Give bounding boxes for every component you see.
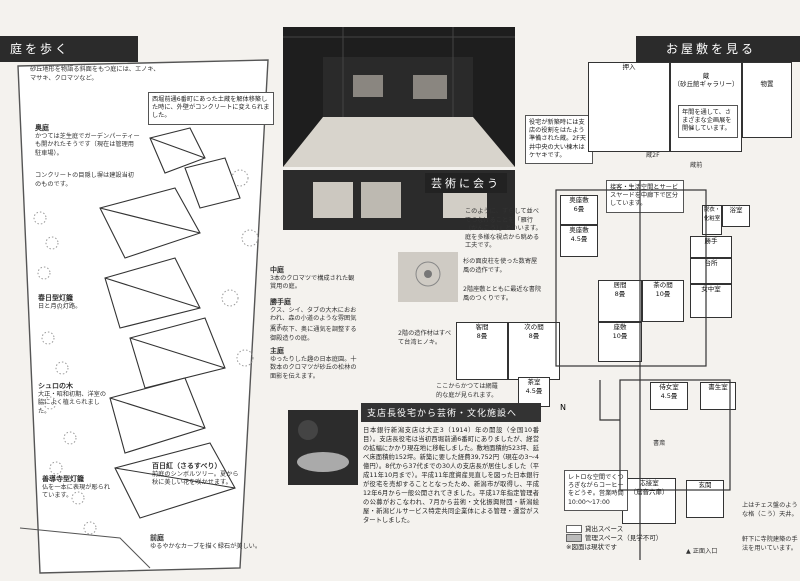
okuniwa-note: 奥庭かつては芝生庭でガーデンパーティーも開かれたそうです（現在は管理用駐車場）。 [35,124,140,158]
eaves-note: 軒下に寺院建築の手法を用いています。 [742,536,798,552]
entrance-label: ▲ 正面入口 [686,548,718,555]
nakaniwa-text: 3本のクロマツで構成された観賞用の庭。 [270,274,355,291]
house-title: お屋敷を見る [666,42,757,56]
room-dassui: 脱衣・化粧室 [702,205,722,235]
legend-rent-label: 貸出スペース [585,525,624,533]
history-title: 支店長役宅から芸術・文化施設へ [361,403,541,422]
zenpoji-note: 善導寺型灯籠仏を一本に表現が彫られています。 [42,475,114,501]
legend-manage-label: 管理スペース（見学不可） [585,534,663,542]
shuteki-text: ゆったりした趣の日本庭園。十数本のクロマツが砂丘の松林の面影を伝えます。 [270,355,357,380]
hinoki-note: 2階の造作材はすべて台湾ヒノキ。 [398,330,452,346]
room-monooki: 物置 [742,62,792,138]
shuteki-title: 主庭 [270,347,284,355]
kura-label: 蔵 [702,71,710,80]
shuteki-note: 主庭ゆったりした趣の日本庭園。十数本のクロマツが砂丘の松林の面影を伝えます。 [270,347,360,381]
legend-manage: 管理スペース（見学不可） [566,534,662,543]
sarusuberi-note: 百日紅（さるすべり）前庭のシンボルツリー。夏から秋に美しい花を咲かせます。 [152,462,240,488]
katteniwa-note: 勝手庭クス、シイ、タブの大木におおわれ、森の小道のような雰囲気です。 [270,298,360,332]
oshiire-label: 押入 [622,63,636,71]
maeniwa-note: 前庭ゆるやかなカーブを描く緑石が美しい。 [150,534,270,551]
svg-text:N: N [560,403,566,412]
concrete-note: コンクリートの目隠し塀は建設当初のものです。 [35,172,134,188]
house-roof-plan [99,127,241,519]
legend-note: ※図面は現状です [566,543,617,551]
okuniwa-title: 奥庭 [35,124,49,132]
maeniwa-text: ゆるやかなカーブを描く緑石が美しい。 [150,542,262,550]
chess-note: 上はチェス盤のような格（こう）天井。 [742,502,798,518]
room-katte: 勝手 [690,236,732,258]
nishibori-note: 西堀前通6番町にあった土蔵を解体移築した時に、外壁がコンクリートに変えられました… [148,92,274,125]
katteniwa-text: クス、シイ、タブの大木におおわれ、森の小道のような雰囲気です。 [270,306,357,331]
roof-note: 年間を通して、さまざまな企画展を開催しています。 [678,105,738,138]
entrance-text: 正面入口 [692,548,718,555]
ceiling-note: 杉の面皮柱を使った数寄屋風の造作です。 [463,258,538,274]
sarusuberi-title: 百日紅（さるすべり） [152,462,222,470]
monooki-label: 物置 [760,80,774,88]
ceiling-photo [398,252,458,302]
cafe-note: レトロな空間でくつろぎながらコーヒーをどうぞ。営業時間10:00〜17:00 [564,470,628,511]
room-genkan: 玄関 [686,480,724,518]
floor-plan-lines: N [555,180,731,560]
sarusuberi-text: 前庭のシンボルツリー。夏から秋に美しい花を咲かせます。 [152,470,239,487]
okuniwa-text: かつては芝生庭でガーデンパーティーも開かれたそうです（現在は管理用駐車場）。 [35,132,140,157]
room-kura-east: 押入 [588,62,670,152]
height-note: 高い灰下、奥に通気を調整する御殿造りの庭。 [270,326,357,342]
garden-photo [288,410,358,485]
shosai-label: 書斎 [653,440,666,447]
art-title: 芸術に会う [425,173,507,193]
room-yokushitsu: 浴室 [722,205,750,227]
kasuga-title: 春日型灯籠 [38,294,73,302]
room-daidokoro: 台所 [690,258,732,284]
ganko-note: このように、ずらして並べてつなげることを「雁行（がんこう）」といいます。庭を多様… [465,208,542,250]
garden-map [17,59,269,574]
legend-rent: 貸出スペース [566,525,662,534]
shuro-note: シュロの木大正・昭和初期、洋室の脇によく植えられました。 [38,382,110,416]
garden-title: 庭を歩く [10,42,71,56]
room-jochu: 女中室 [690,284,732,318]
garden-view-note: ここからかつては網羅的な庭が見られます。 [436,383,498,399]
legend-manage-swatch [566,534,582,542]
kura-note: 役宅が新築時には支店の役割をはたよう準備された蔵。2F天井中央の大い棟木はケヤキ… [525,115,593,165]
room-oosetsu: 応接室（蔦音六扉） [622,478,676,524]
kasuga-text: 日と月の灯路。 [38,302,82,310]
nakaniwa-title: 中庭 [270,266,284,274]
legend: 貸出スペース 管理スペース（見学不可） ※図面は現状です [566,525,662,552]
shuro-text: 大正・昭和初期、洋室の脇によく植えられました。 [38,390,107,415]
garden-intro: 砂丘地形を物語る斜面をもつ庭には、エノキ、マサキ、クロマツなど。 [30,66,160,82]
legend-rent-swatch [566,525,582,533]
zenpoji-text: 仏を一本に表現が彫られています。 [42,483,111,500]
kasuga-note: 春日型灯籠日と月の灯路。 [38,294,98,311]
garden-section-header: 庭を歩く [0,36,138,62]
zenpoji-title: 善導寺型灯籠 [42,475,84,483]
house-section-header: お屋敷を見る [636,36,800,62]
history-panel: 支店長役宅から芸術・文化施設へ 日本銀行新潟支店は大正3（1914）年の開設（全… [361,403,541,578]
kura-sub: （砂丘館ギャラリー） [673,80,739,88]
kura2f-label: 蔵2F [646,152,660,159]
second-floor-note: 2階座敷とともに最近な書院風のつくりです。 [463,286,542,302]
maeniwa-title: 前庭 [150,534,164,542]
guest-note: 接客・生活空間とサービスヤードを中廊下で区分しています。 [606,180,684,213]
gallery-photo-top [283,27,515,167]
kura1f-label: 蔵前 [690,162,703,169]
shuro-title: シュロの木 [38,382,73,390]
katteniwa-title: 勝手庭 [270,298,291,306]
history-body: 日本銀行新潟支店は大正3（1914）年の開設（全国10番目）。支店長役宅は当初西… [363,427,539,524]
